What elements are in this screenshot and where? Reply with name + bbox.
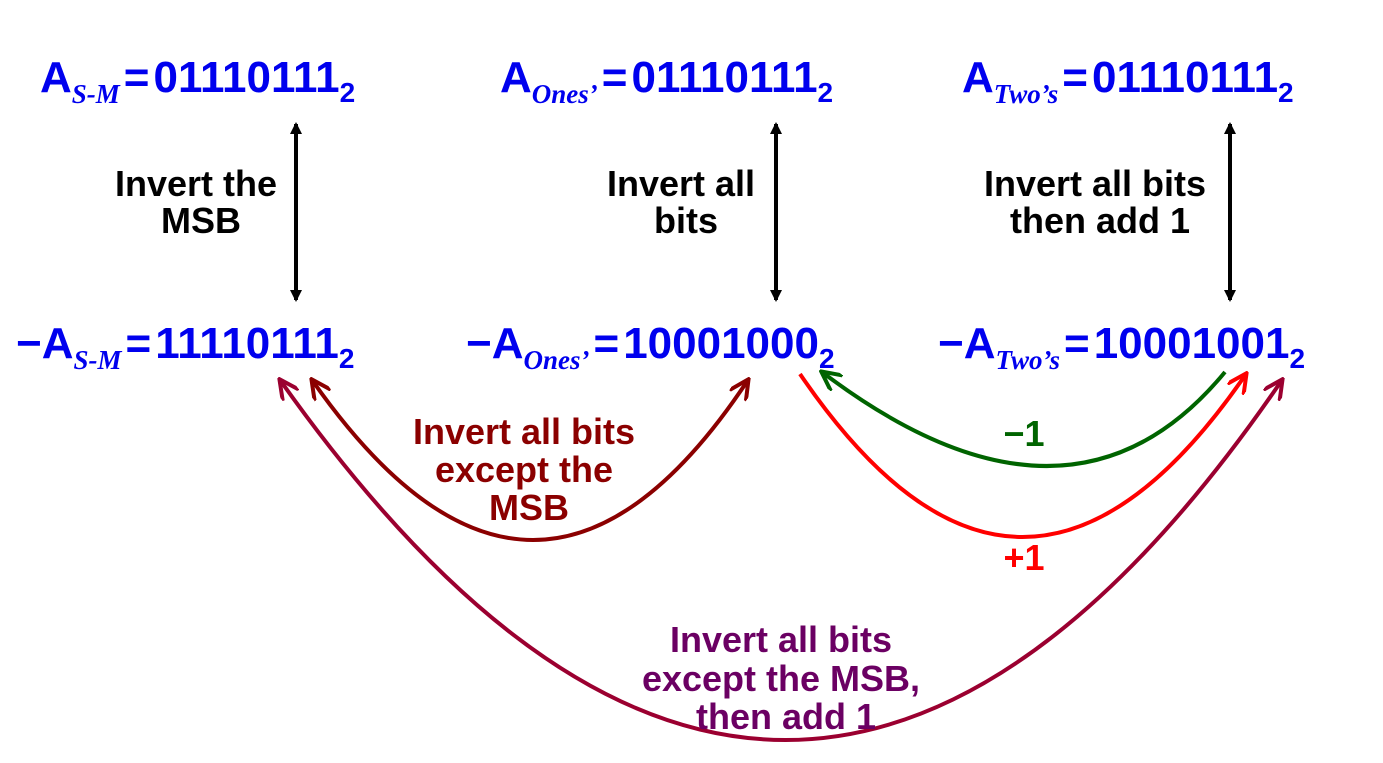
label-plus-one: +1	[1003, 537, 1044, 578]
curve-arrow-sm-twos	[280, 380, 1282, 742]
label-minus-one: −1	[1003, 413, 1044, 454]
label-invert-msb: Invert the MSB	[115, 163, 287, 241]
top-expression-ones-complement: AOnes’=011101112	[500, 53, 833, 109]
curve-arrow-plus-one	[798, 374, 1246, 539]
top-expression-twos-complement: ATwo’s=011101112	[962, 53, 1294, 109]
bottom-expression-twos-complement: −ATwo’s=100010012	[938, 319, 1305, 375]
label-invert-all-bits: Invert all bits	[607, 163, 765, 241]
curve-arrow-sm-ones	[312, 380, 748, 542]
label-invert-all-add-one: Invert all bits then add 1	[984, 163, 1216, 241]
top-expression-sign-magnitude: AS-M=011101112	[40, 53, 355, 109]
bottom-expression-ones-complement: −AOnes’=100010002	[466, 319, 835, 375]
label-invert-except-msb-add-one: Invert all bits except the MSB, then add…	[642, 619, 930, 737]
bottom-expression-sign-magnitude: −AS-M=111101112	[16, 319, 354, 375]
curve-arrow-minus-one	[822, 372, 1227, 468]
label-invert-except-msb: Invert all bits except the MSB	[413, 411, 645, 528]
